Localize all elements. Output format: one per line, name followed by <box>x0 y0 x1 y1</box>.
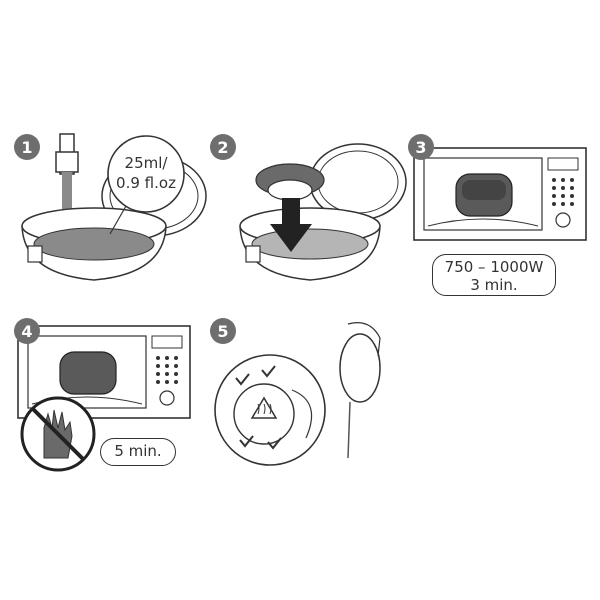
wait-illustration <box>17 325 191 472</box>
step-5-panel: 5 <box>210 318 406 478</box>
drain-water-illustration <box>214 322 381 466</box>
down-arrow-icon <box>282 198 300 226</box>
step-4-panel: 4 5 min. <box>14 318 210 478</box>
time-text: 3 min. <box>470 276 518 294</box>
do-not-touch-icon <box>20 396 96 472</box>
microwave-door <box>27 335 147 409</box>
hot-surface-icon <box>250 396 278 419</box>
svg-text:0.9 fl.oz: 0.9 fl.oz <box>116 174 176 192</box>
step-1-panel: 1 25ml/ 0.9 fl.oz <box>14 133 210 304</box>
dial-icon <box>159 390 175 406</box>
microwave-illustration <box>413 147 587 241</box>
power-text: 750 – 1000W <box>444 258 544 276</box>
step-number-badge: 1 <box>14 134 40 160</box>
measurement-callout <box>107 135 185 213</box>
wait-time-label: 5 min. <box>100 438 176 466</box>
steamer-device <box>59 351 117 395</box>
step-number-badge: 2 <box>210 134 236 160</box>
microwave-setting-label: 750 – 1000W 3 min. <box>432 254 556 296</box>
water-level <box>33 227 155 261</box>
dial-icon <box>555 212 571 228</box>
svg-text:25ml/: 25ml/ <box>125 154 169 172</box>
step-number-badge: 4 <box>14 318 40 344</box>
water-drip <box>347 401 351 459</box>
steamer-bowl <box>339 333 381 403</box>
step-2-panel: 2 <box>210 134 407 304</box>
step-3-panel: 3 750 – 1000W 3 min. <box>408 134 588 304</box>
time-text: 5 min. <box>114 442 162 460</box>
step-number-badge: 3 <box>408 134 434 160</box>
insert-tray-illustration <box>239 143 407 281</box>
step-number-badge: 5 <box>210 318 236 344</box>
fill-water-illustration: 25ml/ 0.9 fl.oz <box>21 133 207 281</box>
